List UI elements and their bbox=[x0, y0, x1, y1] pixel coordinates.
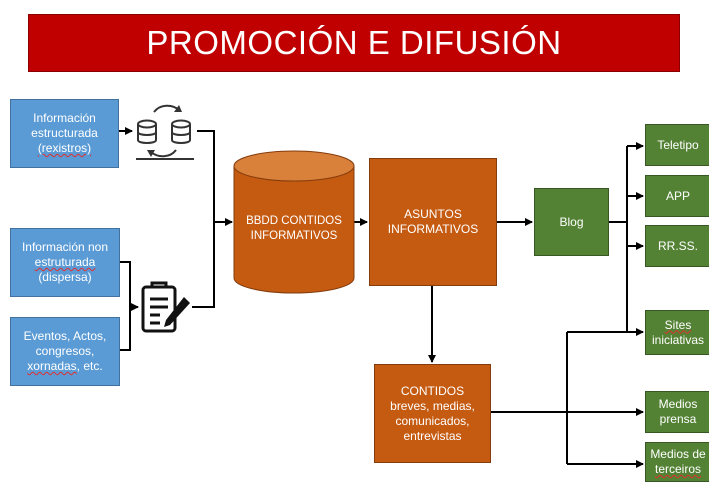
sites-line-1: Sites bbox=[664, 317, 692, 332]
channel-sites: Sites iniciativas bbox=[645, 310, 709, 355]
third-line-1: Medios de bbox=[650, 447, 706, 461]
sites-line-2: iniciativas bbox=[651, 332, 705, 347]
unstructured-line-1: Información non bbox=[21, 240, 109, 254]
channel-teletipo: Teletipo bbox=[645, 124, 709, 166]
unstructured-line-3: (dispersa) bbox=[38, 270, 92, 284]
channel-app: APP bbox=[645, 175, 709, 217]
structured-line-2: estructurada bbox=[31, 126, 98, 140]
contents-database-cylinder bbox=[233, 150, 355, 294]
structured-line-3: (rexistros) bbox=[37, 141, 92, 155]
events-line-2: congresos, bbox=[35, 344, 95, 358]
third-line-2: terceiros bbox=[654, 462, 701, 476]
blog-box: Blog bbox=[534, 188, 609, 256]
events-box: Eventos, Actos, congresos, xornadas, etc… bbox=[10, 317, 120, 386]
unstructured-info-box: Información non estruturada (dispersa) bbox=[10, 228, 120, 297]
structured-line-1: Información bbox=[33, 111, 96, 125]
events-line-3: xornadas, etc. bbox=[27, 359, 103, 373]
page-title: PROMOCIÓN E DIFUSIÓN bbox=[28, 14, 680, 72]
channel-third-party: Medios de terceiros bbox=[645, 442, 709, 482]
topics-box: ASUNTOS INFORMATIVOS bbox=[369, 158, 497, 286]
channel-press: Medios prensa bbox=[645, 391, 709, 433]
structured-info-box: Información estructurada (rexistros) bbox=[10, 99, 119, 168]
contents-box: CONTIDOS breves, medias, comunicados, en… bbox=[374, 364, 491, 463]
database-sync-icon bbox=[136, 104, 194, 160]
database-label: BBDD CONTIDOS INFORMATIVOS bbox=[246, 215, 342, 242]
document-edit-icon bbox=[141, 281, 190, 333]
unstructured-line-2: estruturada bbox=[34, 255, 96, 269]
events-line-1: Eventos, Actos, bbox=[23, 329, 107, 343]
channel-rrss: RR.SS. bbox=[645, 225, 709, 267]
